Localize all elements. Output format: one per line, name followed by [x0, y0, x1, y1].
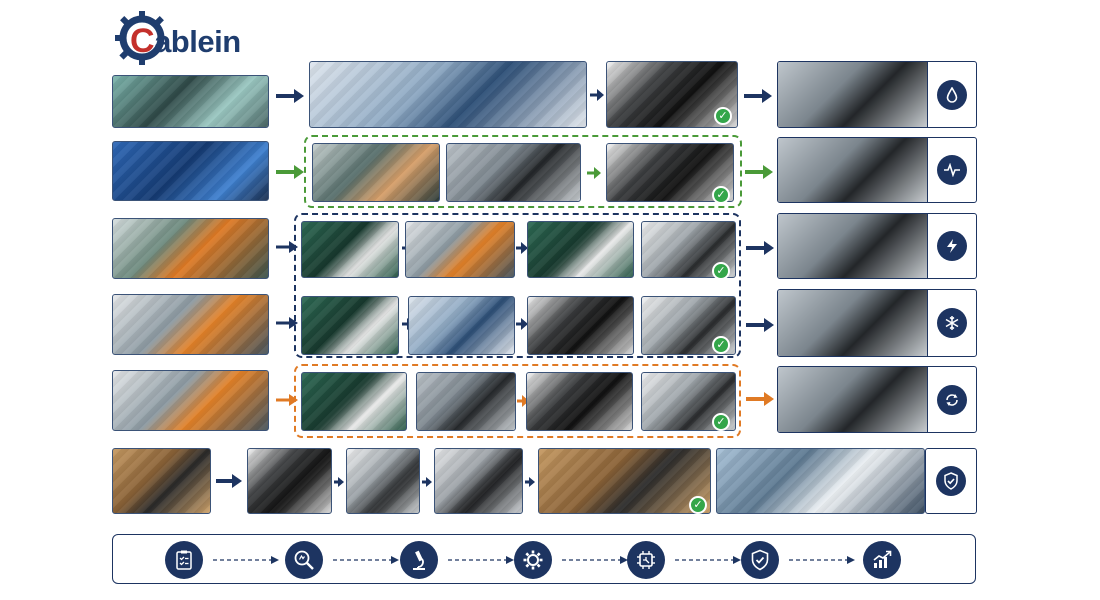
arrow-right-icon	[517, 395, 529, 407]
dashed-arrow-icon	[333, 556, 399, 564]
photo-microscope-closeup	[301, 296, 399, 355]
dashed-arrow-icon	[448, 556, 514, 564]
arrow-right-icon	[516, 242, 528, 254]
photo-warehouse-truck-shipping	[716, 448, 925, 514]
result-panel-row-6	[925, 448, 977, 514]
photo-open-carton	[112, 448, 211, 514]
check-badge-icon: ✓	[712, 186, 730, 204]
photo-lab-technician	[112, 294, 269, 355]
arrow-right-icon	[746, 392, 774, 406]
check-badge-icon: ✓	[689, 496, 707, 514]
photo-microscope-inspection	[405, 221, 515, 278]
logo-initial: C	[130, 22, 155, 60]
photo-caliper-measurement	[312, 143, 440, 202]
check-badge-icon: ✓	[714, 107, 732, 125]
photo-cable-harness-bundle	[112, 75, 269, 128]
result-panel-row-4	[777, 289, 977, 357]
microscope-icon	[400, 541, 438, 579]
arrow-right-icon	[276, 165, 304, 179]
arrow-right-icon	[276, 394, 298, 406]
arrow-right-icon	[745, 165, 773, 179]
photo-operator-testing	[112, 370, 269, 431]
arrow-right-icon	[525, 477, 535, 487]
growth-chart-icon	[863, 541, 901, 579]
cycle-icon	[937, 384, 967, 415]
photo-soldering-probe	[527, 221, 634, 278]
arrow-right-icon	[334, 477, 344, 487]
photo-inspection-machine	[446, 143, 581, 202]
gear-logo-icon	[115, 11, 165, 65]
inspection-group-navy	[294, 213, 741, 358]
photo-connector-in-glove	[247, 448, 332, 514]
arrow-right-icon	[216, 474, 242, 488]
shield-check-icon	[741, 541, 779, 579]
photo-assembly-line-worker	[112, 218, 269, 279]
snowflake-icon	[937, 308, 967, 338]
check-badge-icon: ✓	[712, 262, 730, 280]
result-panel-row-2	[777, 137, 977, 203]
result-panel-row-5	[777, 366, 977, 433]
photo-harness-assembly	[526, 372, 633, 431]
circuit-chip-icon	[627, 541, 665, 579]
check-badge-icon: ✓	[712, 413, 730, 431]
result-panel-row-1	[777, 61, 977, 128]
photo-cable-assemblies	[641, 296, 736, 355]
cablein-logo: Cablein	[112, 8, 277, 68]
process-flow-bar	[112, 534, 976, 584]
photo-wire-stripping	[301, 372, 407, 431]
dashed-arrow-icon	[562, 556, 628, 564]
arrow-right-icon	[587, 167, 601, 179]
check-badge-icon: ✓	[712, 336, 730, 354]
photo-environmental-chamber	[778, 290, 928, 356]
photo-cross-section-analysis	[408, 296, 515, 355]
arrow-right-icon	[746, 318, 774, 332]
photo-signal-tester	[778, 138, 928, 202]
photo-bagged-cables	[434, 448, 523, 514]
arrow-right-icon	[746, 241, 774, 255]
gear-icon	[514, 541, 552, 579]
dashed-arrow-icon	[213, 556, 279, 564]
lightning-icon	[937, 231, 967, 261]
arrow-right-icon	[276, 317, 298, 329]
heartbeat-icon	[937, 155, 967, 185]
logo-rest: ablein	[154, 24, 241, 59]
shield-check-icon	[936, 466, 966, 496]
photo-packed-cartons	[538, 448, 711, 514]
inspection-group-green	[304, 135, 742, 208]
arrow-right-icon	[422, 477, 432, 487]
photo-tensile-tester	[416, 372, 516, 431]
photo-cable-set	[346, 448, 420, 514]
arrow-right-icon	[590, 89, 604, 101]
logo-wordmark: Cablein	[130, 22, 241, 61]
photo-connector-pins	[527, 296, 634, 355]
dashed-arrow-icon	[789, 556, 855, 564]
arrow-right-icon	[744, 89, 772, 103]
photo-finished-connectors	[641, 221, 736, 278]
dashed-arrow-icon	[675, 556, 741, 564]
photo-test-equipment	[778, 62, 928, 127]
water-drop-icon	[937, 79, 967, 110]
clipboard-checklist-icon	[165, 541, 203, 579]
inspection-group-orange	[294, 364, 741, 438]
photo-electrical-test-bench	[778, 214, 928, 278]
photo-cable-crimping	[301, 221, 399, 278]
arrow-right-icon	[516, 318, 528, 330]
arrow-right-icon	[276, 89, 304, 103]
photo-crates-of-cables	[112, 141, 269, 201]
result-panel-row-3	[777, 213, 977, 279]
arrow-right-icon	[276, 241, 298, 253]
photo-flex-test-rig	[778, 367, 928, 432]
magnifier-icon	[285, 541, 323, 579]
photo-engineer-cad-design	[309, 61, 587, 128]
